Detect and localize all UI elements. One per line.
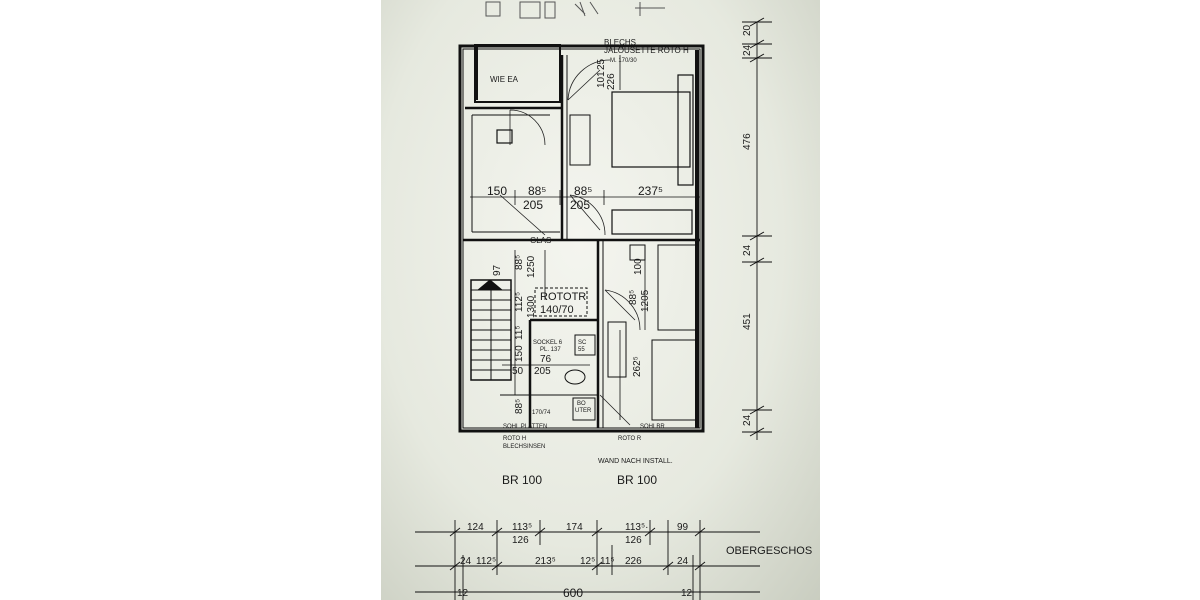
dim-885c: 88⁵ bbox=[514, 399, 525, 414]
dim-226: 226 bbox=[606, 73, 617, 90]
note-rototr-size: 140/70 bbox=[540, 304, 574, 316]
right-dim-20: 20 bbox=[742, 24, 753, 36]
bottom-dimension-chains bbox=[415, 520, 760, 600]
dim-1205: 1205 bbox=[640, 289, 651, 312]
interior-walls bbox=[463, 55, 700, 428]
dim-205a: 205 bbox=[523, 198, 543, 212]
note-rototr: ROTOTR bbox=[540, 291, 586, 303]
bottom-dim-226: 226 bbox=[625, 556, 642, 567]
bottom-dim-115: 11⁵ bbox=[600, 556, 615, 567]
bottom-dim-1135b: 113⁵· bbox=[625, 522, 648, 533]
dim-205b: 205 bbox=[570, 198, 590, 212]
note-sc-val: 55 bbox=[578, 347, 585, 353]
staircase bbox=[470, 279, 512, 381]
balcony bbox=[474, 44, 561, 103]
note-sockel-val: PL. 137 bbox=[540, 347, 561, 353]
dim-885b: 88⁵ bbox=[628, 290, 639, 305]
dim-1300: 1300 bbox=[526, 295, 537, 318]
dim-205c: 205 bbox=[534, 366, 551, 377]
note-boiler2: UTER bbox=[575, 408, 592, 414]
dim-88b: 88⁵ bbox=[574, 184, 592, 198]
note-glas: GLAS bbox=[530, 236, 551, 245]
dim-50: 50 bbox=[512, 366, 524, 377]
note-blechs: BLECHS bbox=[604, 38, 636, 47]
right-dim-451: 451 bbox=[742, 313, 753, 330]
dim-150b: 150 bbox=[514, 345, 525, 362]
dim-88a: 88⁵ bbox=[528, 184, 546, 198]
bottom-dim-125: 12⁵ bbox=[580, 556, 595, 567]
dim-262: 262⁵ bbox=[632, 356, 643, 377]
note-sill-left: SOHL PLATTEN bbox=[503, 424, 547, 430]
dim-115: 11⁵ bbox=[514, 325, 525, 340]
bottom-dim-24b: 24 bbox=[677, 556, 689, 567]
note-sc: SC bbox=[578, 340, 587, 346]
bottom-dim-126b: 126 bbox=[625, 535, 642, 546]
double-bed bbox=[611, 74, 694, 235]
note-blechsinsen: BLECHSINSEN bbox=[503, 444, 545, 450]
right-dimension-chain bbox=[742, 17, 772, 440]
blueprint-sheet bbox=[381, 0, 820, 600]
note-top-small: M. 170/30 bbox=[610, 58, 637, 64]
bottom-dim-12b: 12 bbox=[681, 588, 693, 599]
outer-walls bbox=[458, 44, 705, 433]
right-dim-476: 476 bbox=[742, 133, 753, 150]
right-dim-24a: 24 bbox=[742, 44, 753, 56]
note-wie-ea: WIE EA bbox=[490, 75, 519, 84]
dim-237: 237⁵ bbox=[638, 184, 663, 198]
note-roto-right: ROTO R bbox=[618, 436, 642, 442]
dim-25: 25 bbox=[596, 58, 607, 70]
dim-1250: 1250 bbox=[526, 255, 537, 278]
note-sink-dim: 170/74 bbox=[532, 410, 551, 416]
dim-100: 100 bbox=[633, 258, 644, 275]
dim-97: 97 bbox=[492, 264, 503, 276]
dim-150: 150 bbox=[487, 184, 507, 198]
chimney bbox=[496, 129, 513, 144]
note-sockel: SOCKEL 6 bbox=[533, 340, 563, 346]
bottom-dim-1135a: 113⁵ bbox=[512, 522, 532, 533]
bottom-dim-12a: 12 bbox=[457, 588, 469, 599]
bottom-dim-126a: 126 bbox=[512, 535, 529, 546]
note-boiler: BO bbox=[577, 401, 586, 407]
right-dim-24b: 24 bbox=[742, 244, 753, 256]
bottom-dim-24a: 24 bbox=[460, 556, 472, 567]
right-dim-24c: 24 bbox=[742, 414, 753, 426]
window-label-right: BR 100 bbox=[617, 473, 657, 487]
bottom-dim-600: 600 bbox=[563, 586, 583, 600]
bottom-dim-124: 124 bbox=[467, 522, 484, 533]
bottom-dim-99: 99 bbox=[677, 522, 689, 533]
note-sill-right: SOHLBR bbox=[640, 424, 665, 430]
door-swings bbox=[499, 59, 641, 426]
dim-885a: 88⁵ bbox=[514, 255, 525, 270]
wardrobe bbox=[569, 114, 697, 421]
bottom-dim-174: 174 bbox=[566, 522, 583, 533]
note-roto-left: ROTO H bbox=[503, 436, 526, 442]
bottom-dim-2135: 213⁵ bbox=[535, 556, 556, 567]
dim-1125: 112⁵ bbox=[514, 292, 525, 312]
window-label-left: BR 100 bbox=[502, 473, 542, 487]
header-thumbnails bbox=[485, 1, 665, 19]
dim-101: 101 bbox=[596, 71, 607, 88]
bottom-dim-1125: 112⁵ bbox=[476, 556, 496, 567]
roof-hatch bbox=[534, 287, 588, 317]
room-dimension-lines bbox=[470, 55, 700, 420]
note-wand: WAND NACH INSTALL. bbox=[598, 458, 673, 465]
note-jalousette: JALOUSETTE ROTO H bbox=[604, 46, 689, 55]
dim-76: 76 bbox=[540, 354, 552, 365]
floor-title: OBERGESCHOS bbox=[726, 545, 812, 557]
